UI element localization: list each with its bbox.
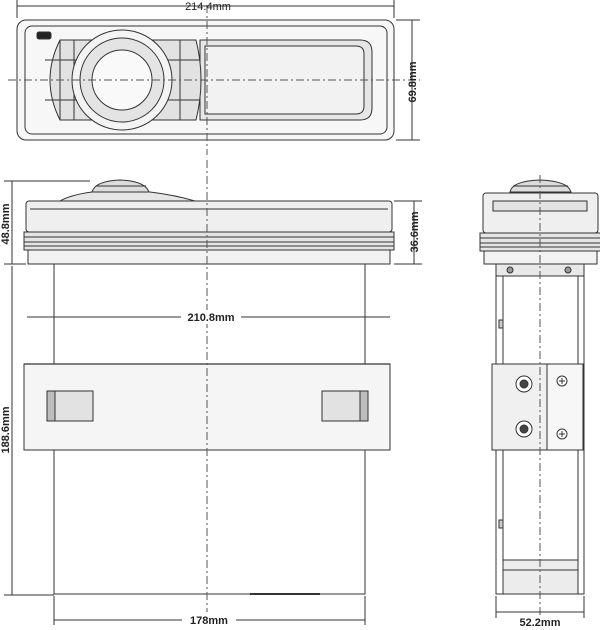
chassis-height-label: 188.6mm: [0, 406, 12, 453]
front-width-label: 214.4mm: [185, 1, 231, 13]
top-view: [4, 160, 422, 625]
front-view: [8, 0, 420, 155]
faceplate-height-label: 36.6mm: [409, 211, 421, 252]
release-button: [36, 31, 52, 40]
end-depth-label: 52.2mm: [520, 617, 561, 629]
front-height-label: 69.8mm: [407, 61, 419, 102]
end-view: [479, 175, 600, 625]
top-ribs: [23, 231, 395, 251]
top-faceplate: [25, 200, 393, 233]
chassis-bottom-width-label: 178mm: [190, 615, 228, 627]
chassis-inner-width-label: 210.8mm: [187, 312, 234, 324]
total-height-label: 48.8mm: [0, 203, 12, 244]
